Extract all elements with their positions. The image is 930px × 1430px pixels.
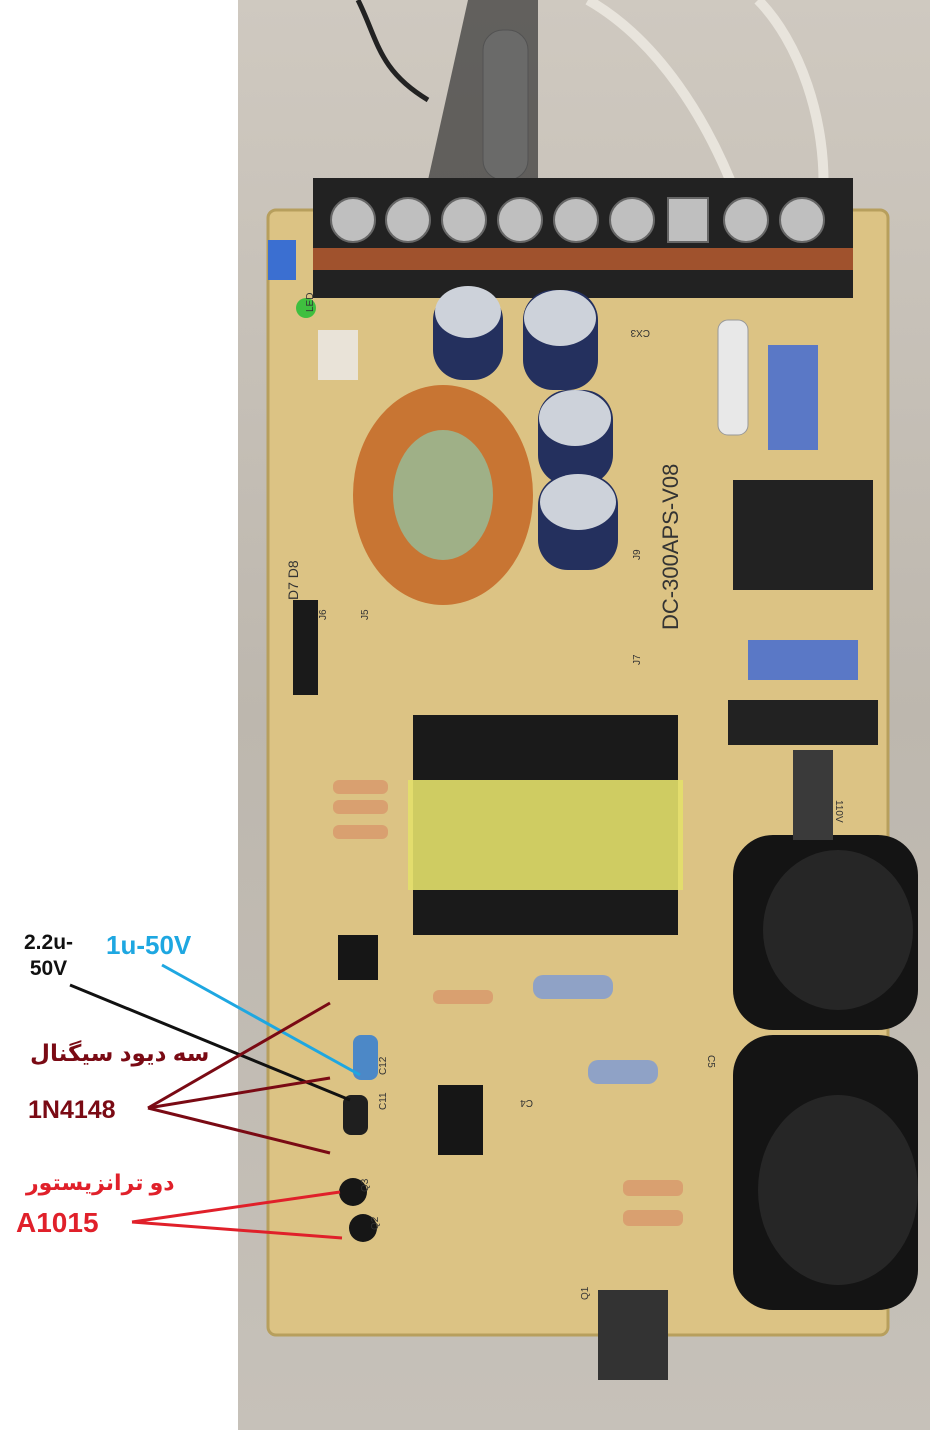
label-diodes-part: 1N4148 <box>28 1096 116 1124</box>
output-capacitors <box>433 286 618 570</box>
power-mosfet-q1 <box>598 1290 668 1380</box>
c11-label: C11 <box>378 1092 389 1110</box>
c12-label: C12 <box>378 1056 389 1075</box>
transistor-q3 <box>339 1178 367 1206</box>
white-wire <box>585 0 743 202</box>
110v-label: 110V <box>833 800 844 823</box>
d7-d8-label: D7 D8 <box>285 560 301 600</box>
c4-label: C4 <box>520 1097 533 1108</box>
cx3-label: CX3 <box>630 327 650 338</box>
x-capacitor-2 <box>748 640 858 680</box>
transistor-q2 <box>349 1214 377 1242</box>
j7-label: J7 <box>632 654 643 665</box>
bulk-capacitors <box>733 835 918 1310</box>
common-mode-choke <box>733 480 873 590</box>
q3-label: Q3 <box>360 1178 371 1192</box>
capacitor-2-2u <box>343 1095 368 1135</box>
j9-label: J9 <box>632 549 643 560</box>
label-cap-1u: 1u-50V <box>106 930 192 960</box>
black-wire <box>355 0 430 103</box>
terminal-screws <box>330 197 825 243</box>
fuse <box>717 319 749 436</box>
q2-label: Q2 <box>370 1216 381 1230</box>
j6-label: J6 <box>318 609 329 620</box>
bridge-rectifier <box>728 700 878 745</box>
resistors <box>333 780 683 1226</box>
voltage-switch <box>793 750 833 840</box>
terminal-strip <box>313 248 853 270</box>
led-label: LED <box>305 293 316 312</box>
label-transistors-part: A1015 <box>16 1207 99 1238</box>
capacitor-1u <box>353 1035 378 1080</box>
model-silkscreen: DC-300APS-V08 <box>658 464 683 630</box>
pcb-illustration: DC-300APS-V08 D7 D8 LED CX3 C12 C11 C5 C… <box>266 0 918 1380</box>
q1-label: Q1 <box>580 1286 591 1300</box>
white-wire-2 <box>754 0 829 201</box>
pcb-photo: DC-300APS-V08 D7 D8 LED CX3 C12 C11 C5 C… <box>238 0 930 1430</box>
c5-label: C5 <box>705 1055 716 1068</box>
label-cap-2-2u: 2.2u- 50V <box>24 931 74 980</box>
lamp-holder <box>428 0 538 180</box>
connector <box>318 330 358 380</box>
trimmer-pot <box>268 240 296 280</box>
optocoupler <box>338 935 378 980</box>
diode-d7-d8 <box>293 600 318 695</box>
control-ic <box>438 1085 483 1155</box>
j5-label: J5 <box>360 609 371 620</box>
led <box>296 298 316 318</box>
x-capacitor <box>768 345 818 450</box>
label-diodes-fa: سه دیود سیگنال <box>30 1040 210 1066</box>
label-transistors-fa: دو ترانزیستور <box>26 1170 175 1195</box>
